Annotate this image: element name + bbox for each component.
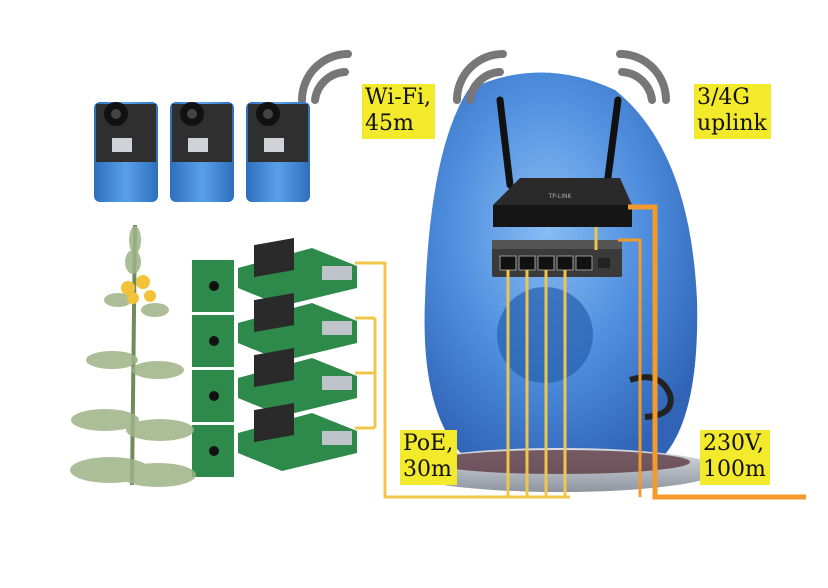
- power-cable: [628, 204, 806, 500]
- wifi-label-line2: 45m: [365, 111, 414, 136]
- raspberry-pi-unit-2: [192, 293, 357, 367]
- cellular-signal-icon: [616, 50, 670, 104]
- raspberry-pi-unit-1: [192, 238, 357, 312]
- poe-range-label: PoE, 30m: [400, 430, 458, 485]
- router-antenna-left: [496, 96, 514, 189]
- uplink-label-line2: uplink: [697, 111, 767, 136]
- battery-camera-3: [246, 102, 310, 202]
- barrel-handle: [629, 374, 674, 420]
- plant-flowers: [121, 275, 156, 304]
- router-antenna-right: [603, 96, 622, 189]
- raspberry-pi-stack: [192, 238, 357, 477]
- wifi-range-label: Wi-Fi, 45m: [362, 84, 435, 139]
- router-wifi-signal-icon: [453, 50, 507, 104]
- uplink-label: 3/4G uplink: [694, 84, 771, 139]
- switch-power-cable: [618, 238, 642, 497]
- battery-camera-1: [94, 102, 158, 202]
- wifi-label-line1: Wi-Fi,: [365, 85, 431, 110]
- battery-camera-units: [94, 102, 310, 202]
- power-label-line1: 230V,: [703, 431, 765, 456]
- router: TP-LINK: [493, 96, 632, 227]
- power-label-line2: 100m: [703, 457, 766, 482]
- poe-switch: [492, 240, 622, 277]
- poe-label-line1: PoE,: [403, 431, 454, 456]
- poe-cables: [355, 261, 570, 499]
- power-range-label: 230V, 100m: [700, 430, 770, 485]
- svg-text:TP-LINK: TP-LINK: [548, 193, 573, 200]
- poe-label-line2: 30m: [403, 457, 452, 482]
- battery-camera-2: [170, 102, 234, 202]
- wifi-signal-icon: [298, 50, 352, 104]
- plant-illustration: [70, 224, 196, 487]
- uplink-label-line1: 3/4G: [697, 85, 750, 110]
- raspberry-pi-unit-3: [192, 348, 357, 422]
- raspberry-pi-unit-4: [192, 403, 357, 477]
